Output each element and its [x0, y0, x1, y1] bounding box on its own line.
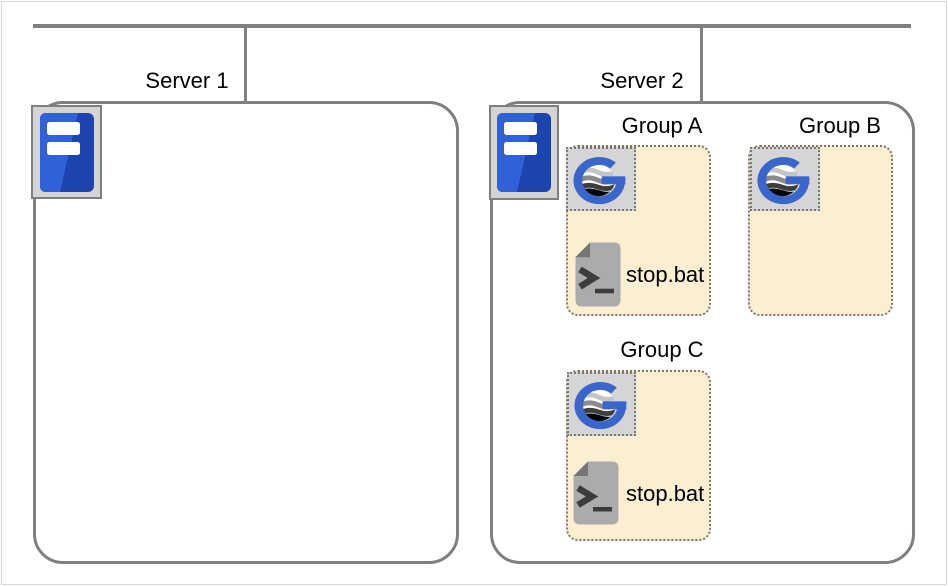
g-globe-logo-icon	[572, 153, 630, 206]
group-a-logo-box	[566, 147, 636, 211]
g-globe-logo-icon	[756, 153, 814, 206]
server1-box	[33, 101, 459, 564]
group-b-logo-box	[750, 147, 820, 211]
group-c-label: Group C	[620, 337, 704, 362]
group-b-label: Group B	[799, 113, 881, 138]
server2-connector-line	[700, 28, 703, 102]
batch-file-icon	[575, 242, 621, 307]
g-globe-logo-icon	[573, 378, 631, 431]
group-a-label: Group A	[621, 113, 703, 138]
batch-file-icon	[573, 461, 619, 525]
group-a-file-label: stop.bat	[626, 262, 705, 287]
server-icon	[497, 113, 551, 192]
server1-connector-line	[244, 28, 247, 102]
server-icon	[40, 113, 94, 192]
server2-label: Server 2	[600, 68, 684, 93]
server1-icon	[31, 105, 102, 199]
group-c-file-label: stop.bat	[626, 481, 705, 506]
group-c-logo-box	[567, 372, 636, 436]
server1-label: Server 1	[145, 68, 229, 93]
server2-icon	[489, 105, 559, 200]
network-bus-line	[33, 24, 911, 28]
